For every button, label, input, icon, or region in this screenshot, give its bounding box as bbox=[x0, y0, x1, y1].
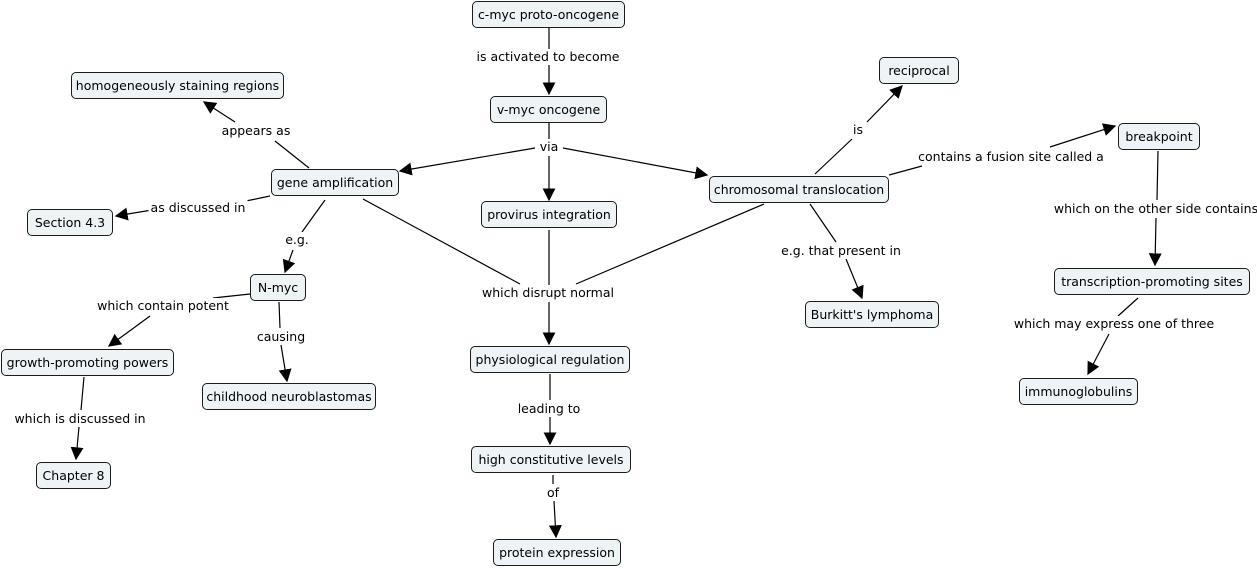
concept-growth-promoting-powers[interactable]: growth-promoting powers bbox=[1, 349, 174, 376]
edge-growth-discussed bbox=[80, 376, 85, 411]
edge-causing-neuro bbox=[278, 344, 292, 383]
link-label-causing: causing bbox=[254, 329, 308, 345]
edge-of-protein bbox=[548, 500, 562, 539]
link-label-appears: appears as bbox=[219, 123, 293, 139]
link-label-fusion: contains a fusion site called a bbox=[916, 149, 1106, 165]
edge-geneamp-appears bbox=[274, 140, 310, 169]
edge-otherside-tps bbox=[1148, 217, 1162, 267]
edge-is-reciprocal bbox=[866, 85, 903, 123]
edge-via-chromtrans bbox=[562, 147, 709, 180]
link-label-eg: e.g. bbox=[283, 232, 311, 248]
concept-n-myc[interactable]: N-myc bbox=[250, 274, 306, 301]
concept-reciprocal[interactable]: reciprocal bbox=[879, 57, 959, 84]
link-label-disrupt: which disrupt normal bbox=[480, 285, 616, 301]
edge-breakpoint-otherside bbox=[1156, 150, 1159, 201]
link-label-via: via bbox=[537, 139, 561, 155]
concept-immunoglobulins[interactable]: immunoglobulins bbox=[1019, 378, 1138, 405]
edge-appears-hsr bbox=[202, 101, 236, 123]
edge-potent-growth bbox=[107, 315, 151, 347]
edge-discussed-section bbox=[114, 207, 153, 221]
edge-chromtrans-eg bbox=[809, 203, 837, 243]
edge-nmyc-potent bbox=[212, 293, 251, 299]
concept-section-4-3[interactable]: Section 4.3 bbox=[27, 209, 113, 236]
edge-eg-burkitt bbox=[845, 258, 864, 300]
edge-discussed-chapter bbox=[70, 426, 84, 461]
link-label-eg-present: e.g. that present in bbox=[779, 243, 903, 259]
link-label-of: of bbox=[544, 485, 562, 501]
link-label-may-express: which may express one of three bbox=[1011, 316, 1217, 332]
concept-childhood-neuroblastomas[interactable]: childhood neuroblastomas bbox=[202, 383, 376, 410]
edge-eg-nmyc bbox=[282, 249, 296, 274]
edge-mayexpress-immuno bbox=[1087, 333, 1110, 376]
edge-via-geneamp bbox=[398, 147, 536, 176]
concept-protein-expression[interactable]: protein expression bbox=[493, 539, 621, 566]
concept-chapter-8[interactable]: Chapter 8 bbox=[36, 462, 111, 489]
concept-provirus-integration[interactable]: provirus integration bbox=[481, 201, 617, 228]
link-label-activated: is activated to become bbox=[474, 49, 622, 65]
edge-geneamp-discussed bbox=[245, 195, 271, 202]
link-label-discussed-in: as discussed in bbox=[148, 200, 248, 216]
edge-chromtrans-disrupt bbox=[575, 203, 765, 285]
concept-burkitts-lymphoma[interactable]: Burkitt's lymphoma bbox=[805, 301, 939, 328]
edge-chromtrans-is bbox=[814, 138, 853, 175]
concept-physiological-regulation[interactable]: physiological regulation bbox=[470, 346, 630, 373]
edge-chromtrans-fusion bbox=[888, 165, 923, 176]
link-label-discussed: which is discussed in bbox=[12, 411, 148, 427]
concept-cmyc-proto-oncogene[interactable]: c-myc proto-oncogene bbox=[472, 1, 625, 28]
edge-tps-mayexpress bbox=[1117, 297, 1139, 317]
edge-nmyc-causing bbox=[278, 301, 281, 329]
concept-high-constitutive-levels[interactable]: high constitutive levels bbox=[471, 446, 631, 473]
link-label-leading: leading to bbox=[515, 401, 583, 417]
concept-breakpoint[interactable]: breakpoint bbox=[1118, 123, 1200, 150]
concept-vmyc-oncogene[interactable]: v-myc oncogene bbox=[490, 96, 607, 123]
concept-homogeneously-staining-regions[interactable]: homogeneously staining regions bbox=[71, 72, 284, 99]
concept-transcription-promoting-sites[interactable]: transcription-promoting sites bbox=[1054, 268, 1250, 295]
link-label-is: is bbox=[851, 122, 865, 138]
concept-chromosomal-translocation[interactable]: chromosomal translocation bbox=[709, 176, 889, 203]
link-label-potent: which contain potent bbox=[95, 298, 231, 314]
edge-geneamp-eg bbox=[301, 199, 326, 233]
edge-geneamp-disrupt bbox=[362, 198, 521, 285]
link-label-other-side: which on the other side contains bbox=[1051, 201, 1257, 217]
concept-gene-amplification[interactable]: gene amplification bbox=[271, 169, 399, 196]
edge-fusion-breakpoint bbox=[1049, 123, 1117, 148]
